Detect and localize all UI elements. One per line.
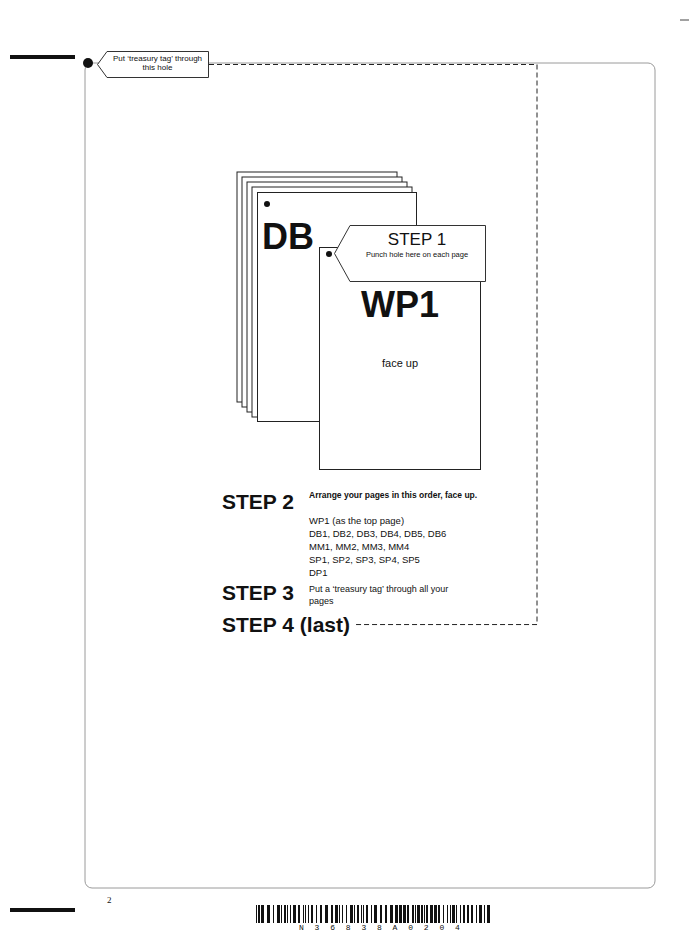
barcode-bar [412,905,414,923]
barcode-bar [277,905,280,923]
barcode-bar [380,905,382,923]
barcode-bar [354,905,355,923]
barcode-bar [350,905,353,923]
punch-hole [264,201,270,207]
barcode-bar [290,905,291,923]
barcode-bar [426,905,428,923]
barcode-bar [258,905,260,923]
barcode-bar [467,905,469,923]
barcode-bar [403,905,406,923]
page-order-item: SP1, SP2, SP3, SP4, SP5 [309,555,420,565]
punch-hole [326,251,332,257]
page-order-item: MM1, MM2, MM3, MM4 [309,542,409,552]
barcode-bar [479,905,482,923]
tag-text: Put ‘treasury tag’ through this hole [110,54,205,72]
barcode-bar [339,905,340,923]
barcode-bar [331,905,333,923]
barcode-bar [311,905,313,923]
barcode-bar [308,905,309,923]
page-order-item: WP1 (as the top page) [309,516,404,526]
page-number: 2 [107,896,112,906]
page-note: face up [320,357,480,370]
barcode-bar [390,905,393,923]
barcode-bar [456,905,457,923]
barcode-bar [417,905,420,923]
barcode-number: N 3 6 8 3 8 A 0 2 0 4 [299,924,463,933]
barcode-bar [447,905,448,923]
barcode-bar [407,905,409,923]
alignment-bar [10,55,75,59]
barcode-bar [452,905,455,923]
page-order-item: DB1, DB2, DB3, DB4, DB5, DB6 [309,529,446,539]
barcode-bar [430,905,433,923]
barcode-bar [374,905,377,923]
barcode-bar [335,905,338,923]
barcode-bar [316,905,317,923]
barcode-bar [342,905,343,923]
barcode-bar [256,905,257,923]
step-heading: STEP 1 [354,230,480,250]
barcode-bar [487,905,490,923]
barcode-bar [434,905,437,923]
barcode-bar [363,905,364,923]
barcode-bar [395,905,398,923]
page-frame [85,63,655,888]
page-code: WP1 [320,287,480,323]
barcode-bar [399,905,402,923]
corner-mark [680,20,689,21]
step-heading: STEP 4 (last) [222,613,350,636]
barcode-bar [298,905,300,923]
barcode-bar [424,905,425,923]
barcode-bar [305,905,306,923]
barcode-bar [281,905,282,923]
punch-hole [83,58,93,68]
barcode-bar [463,905,465,923]
dashed-guide [209,65,537,625]
instruction-text: Arrange your pages in this order, face u… [309,491,477,500]
step-text: Punch hole here on each page [354,250,480,260]
barcode-bar [476,905,477,923]
step-tag: STEP 1Punch hole here on each page [334,225,486,282]
barcode-bar [320,905,322,923]
barcode-bar [421,905,423,923]
step-heading: STEP 3 [222,581,294,604]
barcode-bar [261,905,264,923]
barcode-bar [287,905,288,923]
barcode-bar [471,905,473,923]
barcode-bar [438,905,440,923]
barcode-bar [273,905,274,923]
instruction-text: Put a ‘treasury tag’ through all your pa… [309,583,461,607]
barcode-bar [284,905,286,923]
tag-shape [335,226,486,282]
barcode-bar [346,905,347,923]
barcode-bar [484,905,485,923]
barcode-bar [357,905,359,923]
barcode-bar [450,905,451,923]
barcode-bar [267,905,270,923]
barcode-bar [415,905,416,923]
barcode-bar [293,905,296,923]
hole-tag: Put ‘treasury tag’ through this hole [97,51,209,78]
barcode-bar [366,905,368,923]
alignment-bar [10,908,75,912]
barcode-bar [443,905,444,923]
barcode-bar [460,905,461,923]
barcode-bar [385,905,387,923]
step-heading: STEP 2 [222,490,294,513]
barcode-bar [371,905,372,923]
barcode-bar [303,905,304,923]
barcode-bar [325,905,328,923]
barcode [256,905,490,923]
tag-shape [98,52,209,78]
page-order-item: DP1 [309,568,327,578]
barcode-bar [361,905,362,923]
page-code: DB [262,219,314,255]
